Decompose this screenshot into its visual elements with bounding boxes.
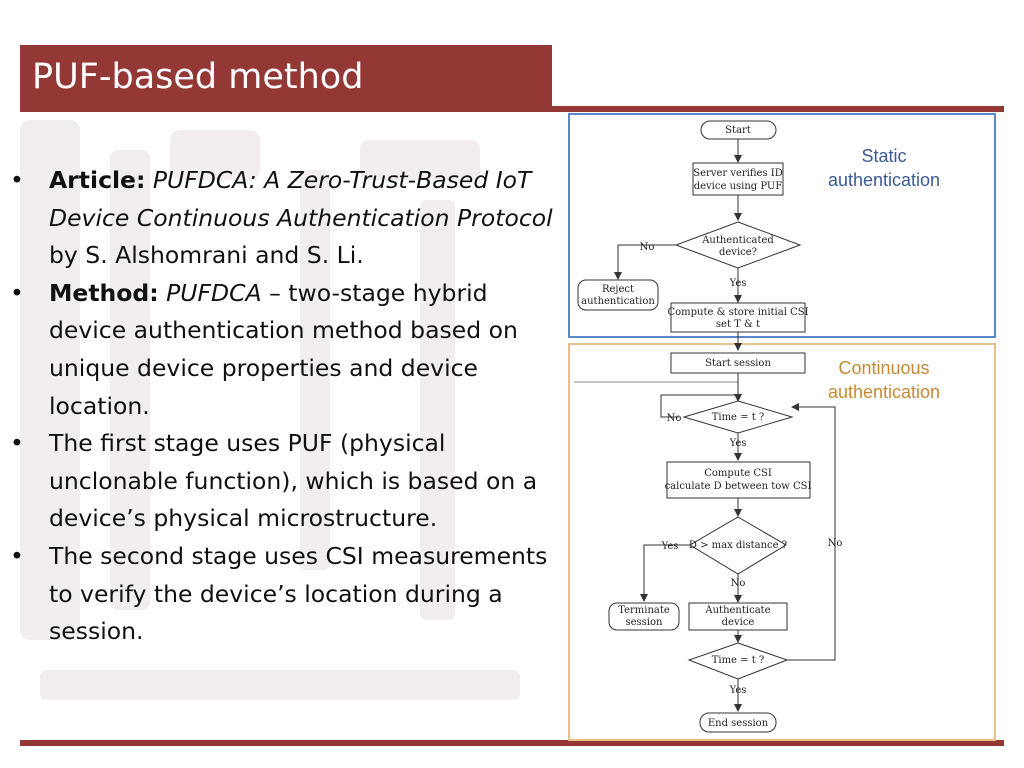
edge-auth-no — [614, 244, 676, 280]
label-verify-2: device using PUF — [694, 181, 783, 192]
node-compute-csi — [666, 461, 811, 499]
edge-label-distance-yes: Yes — [661, 541, 679, 552]
label-time-check-1: Time = t ? — [712, 412, 765, 423]
label-compute-initial-2: set T & t — [716, 319, 760, 330]
edge-label-auth-no: No — [640, 242, 655, 253]
label-compute-csi-2: calculate D between tow CSI — [665, 481, 812, 492]
label-compute-csi-1: Compute CSI — [704, 468, 772, 479]
label-verify-1: Server verifies ID — [693, 168, 783, 179]
label-time-check-2: Time = t ? — [712, 655, 765, 666]
continuous-zone-label: Continuous authentication — [827, 358, 941, 402]
continuous-zone-frame — [568, 343, 996, 741]
title-bar: PUF-based method — [20, 45, 552, 111]
edge-time2-no — [787, 403, 836, 661]
flowchart-area: Start Server verifies ID device using PU… — [566, 112, 1000, 742]
edge-label-time1-no: No — [667, 413, 682, 424]
bullet-list: Article: PUFDCA: A Zero-Trust-Based IoT … — [10, 162, 566, 651]
label-reject-2: authentication — [581, 296, 655, 307]
method-name: PUFDCA — [166, 278, 262, 307]
label-authenticate-2: device — [722, 617, 755, 628]
label-terminate-1: Terminate — [618, 605, 670, 616]
node-authenticated — [674, 221, 802, 269]
node-start-session — [670, 352, 806, 374]
edge-label-time2-yes: Yes — [729, 685, 747, 696]
edge-distance-yes — [640, 544, 692, 602]
node-distance — [689, 516, 787, 575]
bottom-divider — [20, 740, 1004, 746]
node-time-check-1 — [682, 400, 794, 434]
slide-title: PUF-based method — [32, 57, 364, 97]
label-compute-initial-1: Compute & store initial CSI — [667, 307, 808, 318]
bullet-second-stage: The second stage uses CSI measurements t… — [10, 538, 566, 651]
label-start-session: Start session — [705, 358, 771, 369]
article-authors: by S. Alshomrani and S. Li. — [49, 241, 364, 270]
node-compute-initial — [670, 302, 806, 333]
bullet-method: Method: PUFDCA – two-stage hybrid device… — [10, 275, 566, 425]
node-terminate — [608, 602, 680, 631]
node-start — [700, 120, 777, 140]
label-auth-2: device? — [719, 247, 757, 258]
article-title: PUFDCA: A Zero-Trust-Based IoT Device Co… — [49, 166, 553, 232]
method-description: – two-stage hybrid device authentication… — [49, 278, 518, 420]
edge-label-distance-no: No — [731, 578, 746, 589]
method-label: Method: — [49, 278, 159, 307]
edge-label-time2-no: No — [828, 538, 843, 549]
node-reject — [577, 279, 659, 311]
static-zone-label: Static authentication — [827, 146, 941, 190]
bullet-article: Article: PUFDCA: A Zero-Trust-Based IoT … — [10, 162, 566, 275]
label-start: Start — [725, 125, 751, 136]
bullet-first-stage: The first stage uses PUF (physical unclo… — [10, 425, 566, 538]
node-authenticate — [688, 602, 788, 631]
static-zone-frame — [568, 113, 996, 338]
label-authenticate-1: Authenticate — [704, 605, 770, 616]
label-reject-1: Reject — [602, 284, 634, 295]
edge-label-auth-yes: Yes — [729, 278, 747, 289]
label-end-session: End session — [708, 718, 769, 729]
edge-time1-no — [660, 394, 738, 418]
label-terminate-2: session — [626, 617, 664, 628]
article-label: Article: — [49, 166, 146, 194]
label-distance: D > max distance ? — [689, 540, 787, 551]
node-verify — [692, 162, 784, 196]
node-end-session — [699, 712, 777, 733]
label-auth-1: Authenticated — [701, 235, 774, 246]
node-time-check-2 — [687, 642, 789, 680]
edge-label-time1-yes: Yes — [729, 438, 747, 449]
flowchart: Start Server verifies ID device using PU… — [568, 113, 996, 741]
